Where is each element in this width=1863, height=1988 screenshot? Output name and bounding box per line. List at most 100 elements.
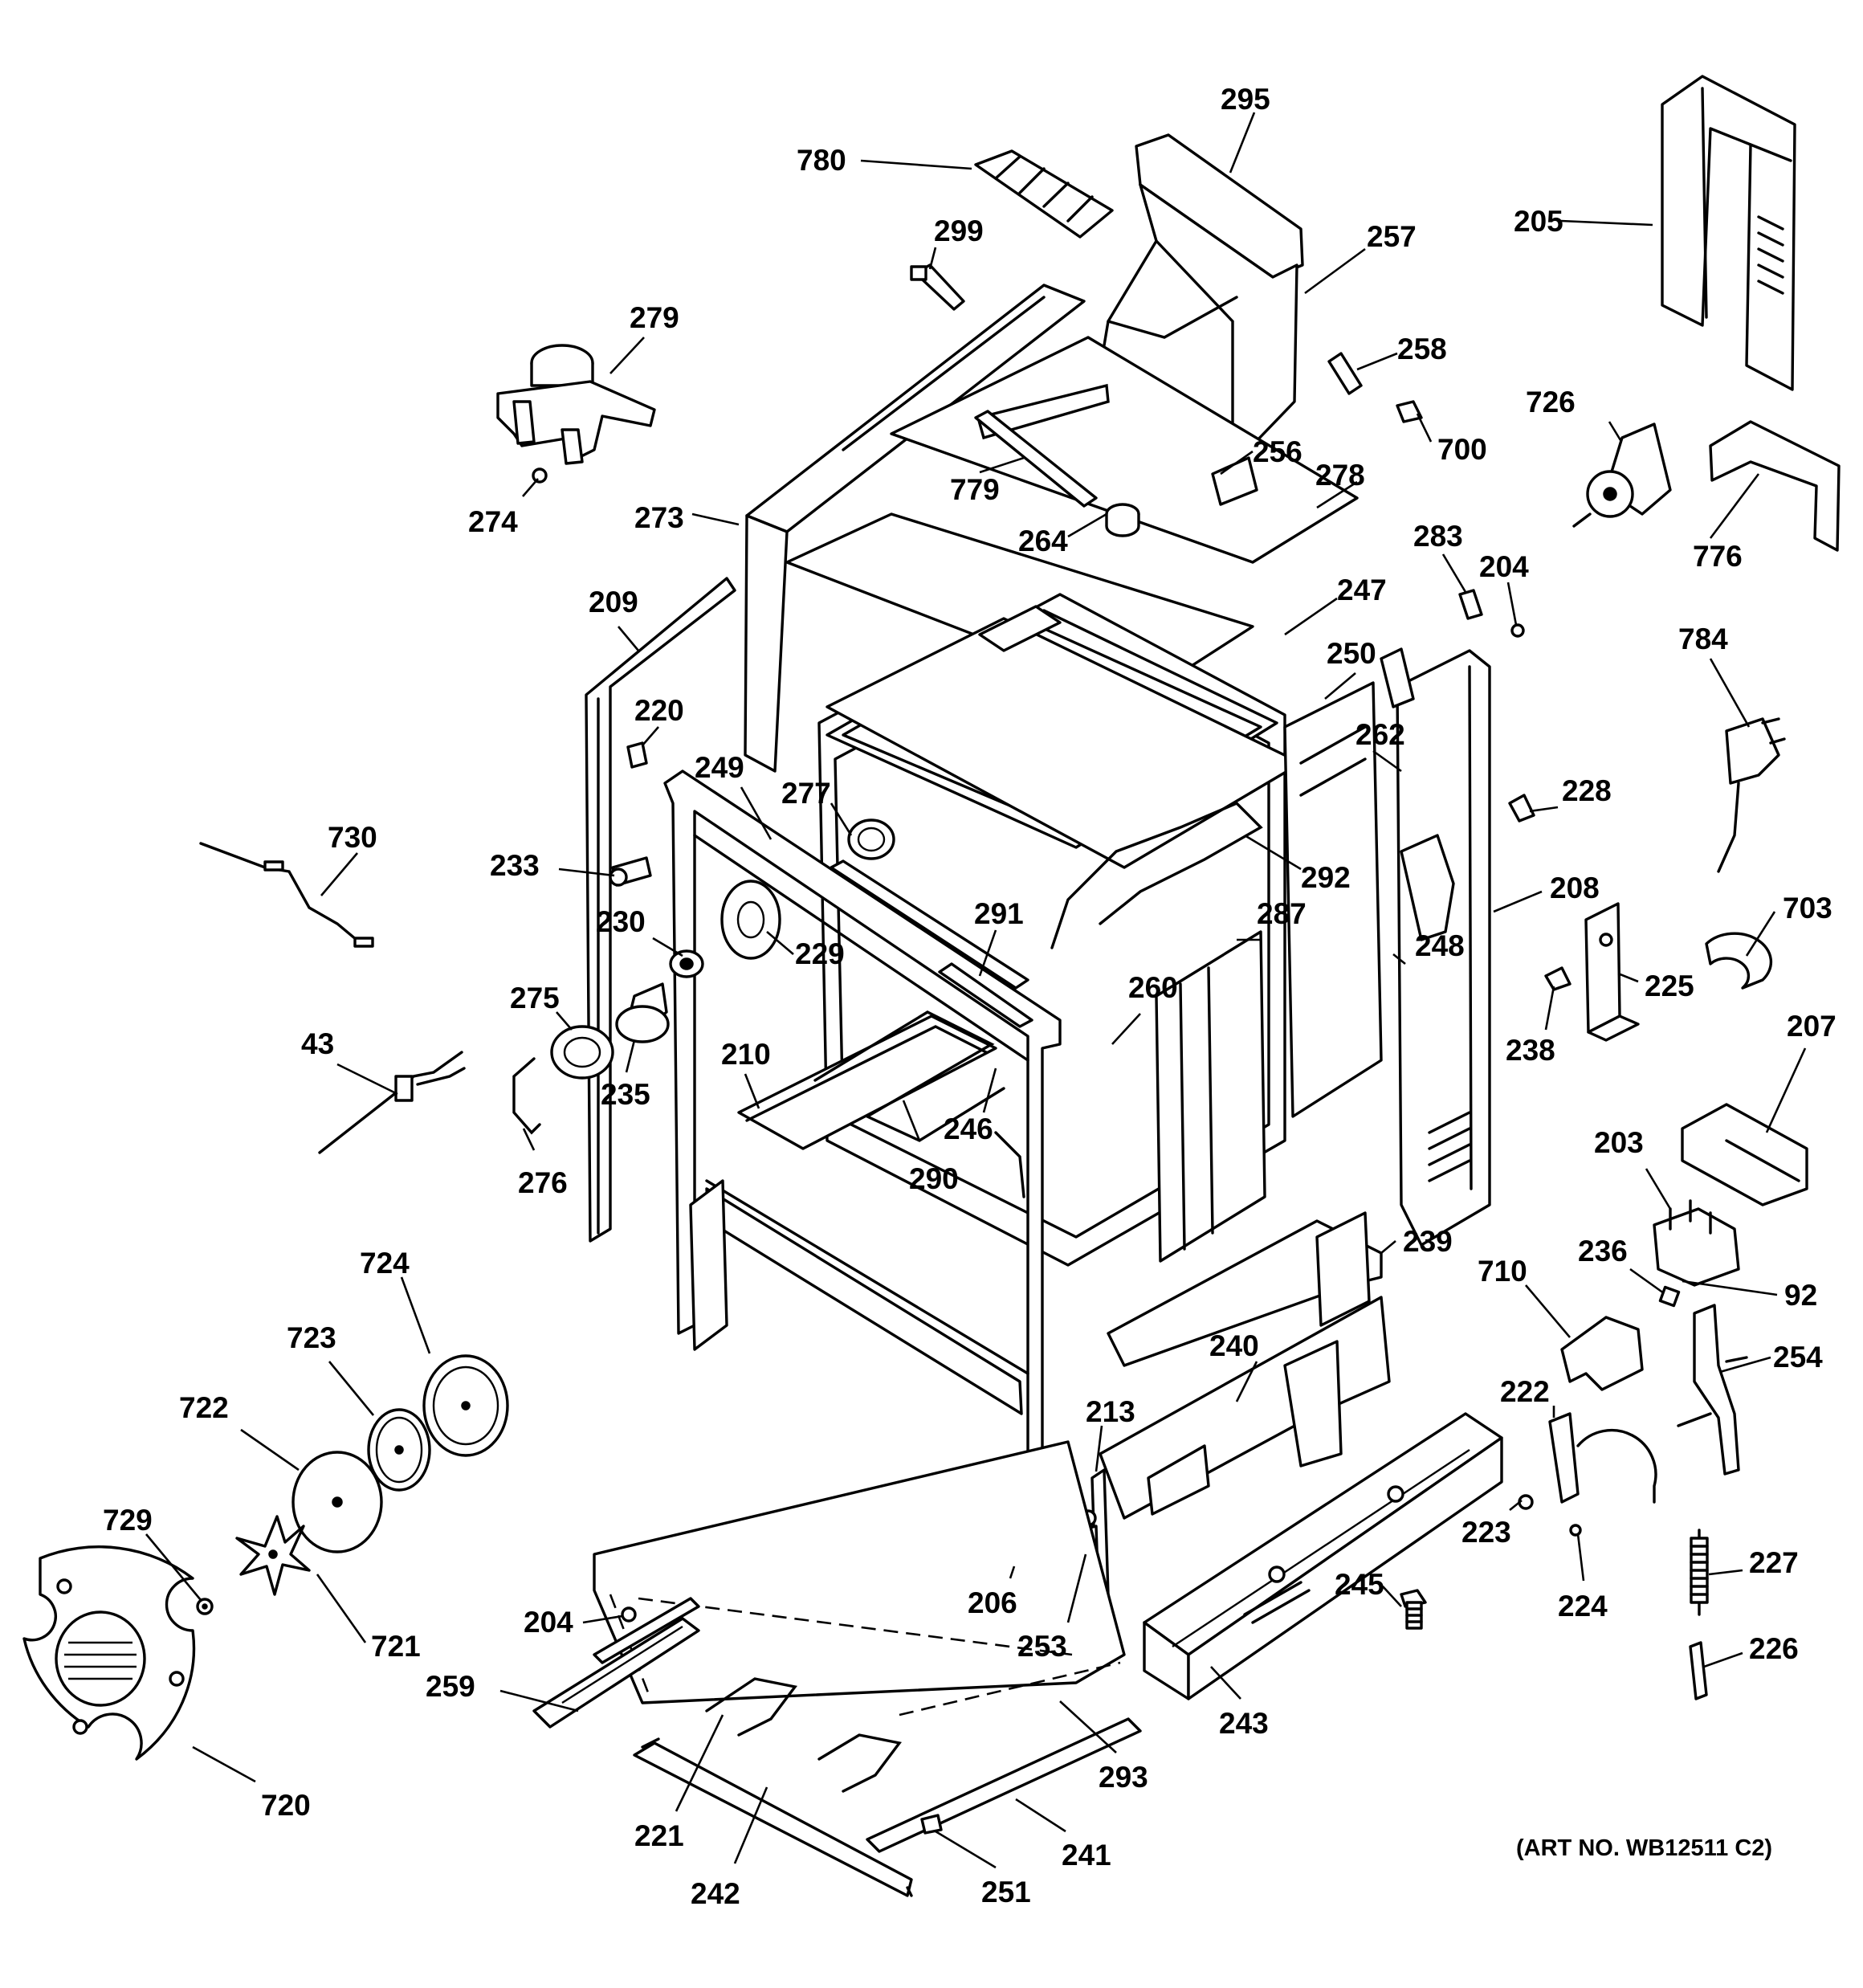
part-724-fan-cover: [422, 1354, 509, 1457]
callout-204: 204: [1479, 550, 1529, 583]
callout-710: 710: [1478, 1255, 1527, 1288]
part-730-sensor: [199, 842, 374, 948]
part-291-rod: [830, 859, 1033, 1028]
part-259-slide-rail: [532, 1597, 700, 1729]
callout-703: 703: [1783, 892, 1832, 925]
part-277-ring: [847, 818, 895, 860]
callout-241: 241: [1062, 1839, 1111, 1872]
part-230-socket: [669, 949, 704, 978]
part-726-motor: [1572, 423, 1672, 528]
callout-274: 274: [468, 505, 518, 538]
callout-726: 726: [1526, 386, 1576, 418]
callout-209: 209: [589, 586, 638, 618]
part-205-vent-channel: [1661, 75, 1796, 391]
part-203-terminal-block: [1653, 1199, 1740, 1287]
leader-lines: [145, 112, 1807, 1869]
callout-290: 290: [909, 1162, 959, 1195]
callout-250: 250: [1327, 637, 1376, 670]
callout-233: 233: [490, 849, 540, 882]
part-221-lower-element: [705, 1677, 902, 1793]
part-779-rod: [974, 410, 1098, 508]
callout-780: 780: [797, 144, 846, 177]
part-251-clip: [920, 1814, 943, 1835]
callout-251: 251: [981, 1876, 1031, 1908]
callout-287: 287: [1257, 897, 1307, 930]
callout-210: 210: [721, 1038, 771, 1071]
callout-278: 278: [1315, 459, 1365, 492]
callout-247: 247: [1337, 574, 1387, 606]
part-242-base: [633, 1737, 913, 1897]
callout-721: 721: [371, 1630, 421, 1663]
part-721-fan-blade: [235, 1515, 311, 1596]
callout-222: 222: [1500, 1375, 1550, 1408]
callout-779: 779: [950, 473, 1000, 506]
callout-242: 242: [691, 1877, 740, 1910]
part-208-rear-panel: [1396, 649, 1491, 1247]
callout-257: 257: [1367, 220, 1417, 253]
callout-206: 206: [968, 1586, 1017, 1619]
part-209-front-frame-left: [585, 577, 736, 1243]
part-204-screw-top: [1510, 623, 1525, 638]
callout-273: 273: [634, 501, 684, 534]
callout-223: 223: [1461, 1516, 1511, 1549]
callout-245: 245: [1335, 1568, 1384, 1601]
part-258-clip: [1327, 352, 1363, 395]
callout-295: 295: [1221, 83, 1270, 116]
part-224-washer: [1569, 1524, 1582, 1537]
part-225-bracket: [1584, 902, 1640, 1042]
callout-246: 246: [944, 1112, 993, 1145]
part-703-bushing: [1705, 932, 1773, 990]
part-240-drawer-housing: [1099, 1296, 1391, 1520]
part-43-probe: [318, 1051, 466, 1154]
part-262-panel: [1400, 834, 1455, 941]
callout-724: 724: [360, 1247, 410, 1280]
callout-258: 258: [1397, 333, 1447, 365]
part-235-bulb: [615, 982, 670, 1043]
callout-729: 729: [103, 1504, 153, 1537]
part-264-grommet: [1105, 503, 1140, 537]
part-248-side-panel-right: [1283, 681, 1383, 1118]
callout-248: 248: [1415, 929, 1465, 962]
callout-249: 249: [695, 751, 744, 784]
callout-226: 226: [1749, 1632, 1799, 1665]
part-239-lower-panel: [1107, 1211, 1383, 1367]
part-722-fan-plate: [291, 1451, 383, 1553]
callout-205: 205: [1514, 205, 1563, 238]
callout-43: 43: [301, 1027, 334, 1060]
callout-730: 730: [328, 821, 377, 854]
part-236-insulator: [1658, 1285, 1681, 1308]
callout-291: 291: [974, 897, 1024, 930]
callout-264: 264: [1018, 525, 1068, 557]
part-720-fan-guard: [22, 1545, 196, 1761]
part-254-hinge: [1677, 1304, 1748, 1476]
part-238-pin: [1544, 966, 1572, 991]
callout-228: 228: [1562, 774, 1612, 807]
callout-204-lower: 204: [524, 1606, 573, 1639]
callout-256: 256: [1253, 435, 1302, 468]
part-204-screw-bottom: [621, 1606, 637, 1623]
callout-254: 254: [1773, 1341, 1823, 1374]
part-292-broil-element: [1050, 801, 1263, 949]
part-273-side-panel: [744, 284, 1086, 773]
part-279-thermostat: [496, 344, 656, 465]
callout-260: 260: [1128, 971, 1178, 1004]
part-220-clip: [626, 741, 648, 769]
part-729-nut: [196, 1598, 214, 1615]
callout-253: 253: [1017, 1630, 1067, 1663]
callout-700: 700: [1437, 433, 1487, 466]
callout-262: 262: [1355, 718, 1405, 751]
callout-722: 722: [179, 1391, 229, 1424]
part-710-bracket: [1560, 1316, 1644, 1391]
part-274-screw: [532, 467, 548, 484]
part-226-link: [1689, 1641, 1708, 1700]
callout-259: 259: [426, 1670, 475, 1703]
part-233-pin: [609, 856, 652, 887]
callout-283: 283: [1413, 520, 1463, 553]
callout-213: 213: [1086, 1395, 1135, 1428]
callout-243: 243: [1219, 1707, 1269, 1740]
callout-776: 776: [1693, 540, 1743, 573]
callout-299: 299: [934, 214, 984, 247]
callout-275: 275: [510, 982, 560, 1014]
callout-784: 784: [1678, 623, 1728, 655]
